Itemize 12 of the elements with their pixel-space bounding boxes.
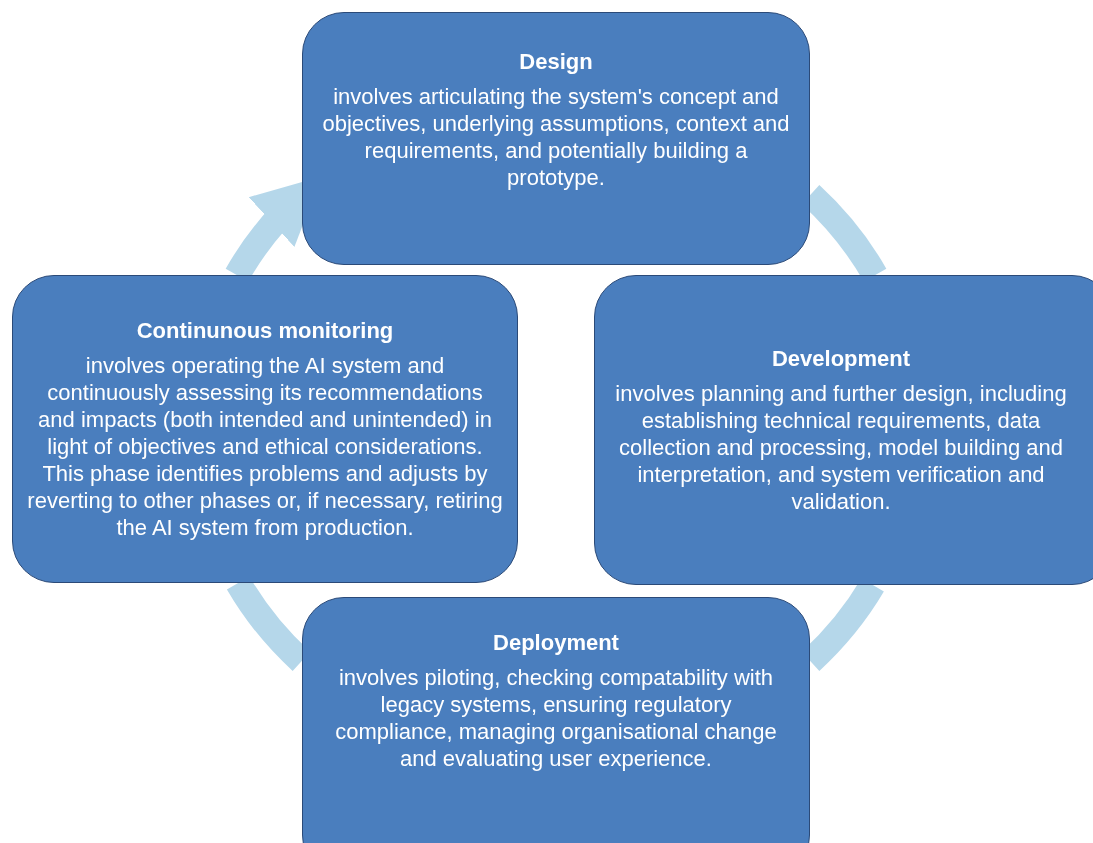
phase-title: Deployment: [493, 630, 619, 656]
phase-description: involves piloting, checking compatability with legacy systems, ensuring regulatory compliance, managing organisational change and evaluating user experience.: [334, 664, 778, 772]
phase-title: Continunous monitoring: [136, 317, 394, 344]
phase-box: [302, 597, 810, 843]
phase-box: [594, 275, 1093, 585]
phase-box: [302, 12, 810, 265]
phase-box: [12, 275, 518, 583]
phase-title: Development: [771, 345, 911, 372]
phase-description: involves planning and further design, including establishing technical requirements, data collection and processing, model building and interpretation, and system verification and validation.: [614, 379, 1068, 515]
phase-title: Design: [519, 49, 593, 75]
phase-description: involves articulating the system's concept and objectives, underlying assumptions, context and requirements, and potentially building a prototype.: [321, 83, 791, 191]
phase-description: involves operating the AI system and continuously assessing its recommendations and impacts (both intended and unintended) in light of objectives and ethical considerations. This phase identifies problems and adjusts by reverting to other phases or, if necessary, retiring the AI system from production.: [27, 351, 503, 541]
